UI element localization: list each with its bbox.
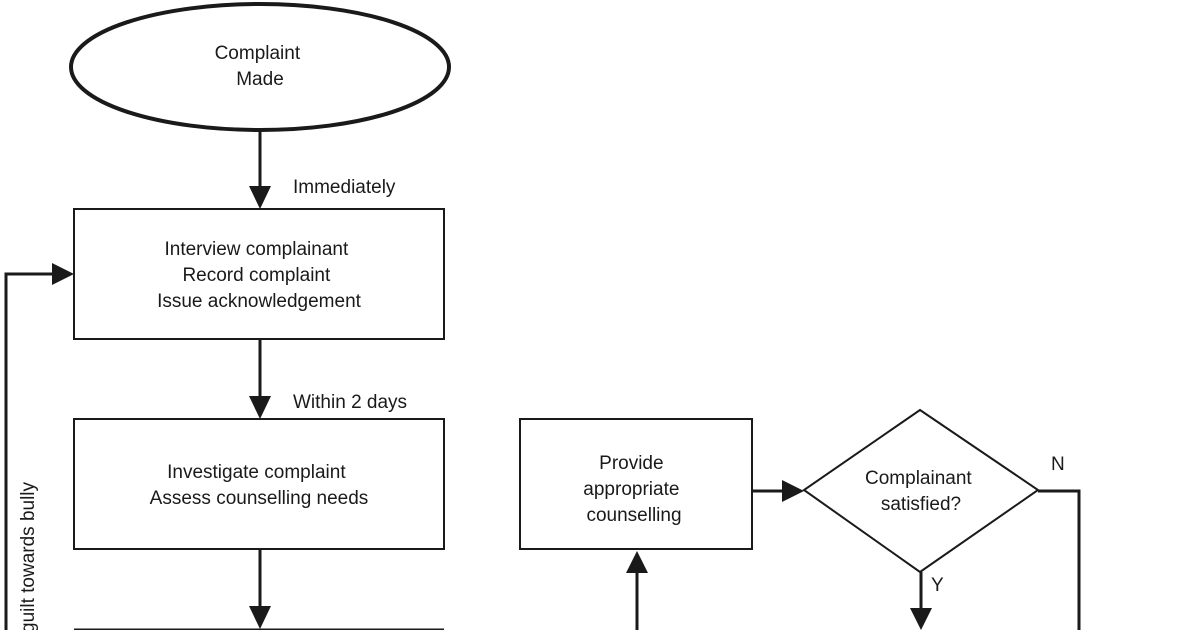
arrowhead-down-icon: [249, 396, 271, 419]
investigate-box: [73, 418, 445, 550]
investigate-label: Investigate complaint Assess counselling…: [150, 462, 369, 509]
label-no: N: [1051, 454, 1065, 475]
interview-label: Interview complainant Record complaint I…: [157, 239, 362, 312]
counselling-label: Provide appropriate counselling: [583, 453, 684, 526]
label-yes: Y: [931, 575, 944, 596]
counselling-box: [519, 418, 753, 550]
start-label: Complaint Made: [215, 43, 306, 90]
arrowhead-down-icon: [910, 608, 932, 630]
arrowhead-up-icon: [626, 551, 648, 573]
arrowhead-down-icon: [249, 186, 271, 209]
label-within-2-days: Within 2 days: [293, 392, 407, 413]
arrowhead-down-icon: [249, 606, 271, 629]
arrowhead-right-icon: [52, 263, 74, 285]
edge-loop-back: [4, 272, 56, 630]
label-immediately: Immediately: [293, 177, 396, 198]
label-left-loop: guilt towards bully: [18, 481, 39, 630]
decision-label: Complainant satisfied?: [865, 468, 977, 515]
interview-box: [73, 208, 445, 340]
start-ellipse: [69, 2, 451, 132]
arrowhead-right-icon: [782, 480, 804, 502]
edge-decision-no: [1038, 489, 1081, 630]
decision-diamond: [802, 408, 1040, 574]
